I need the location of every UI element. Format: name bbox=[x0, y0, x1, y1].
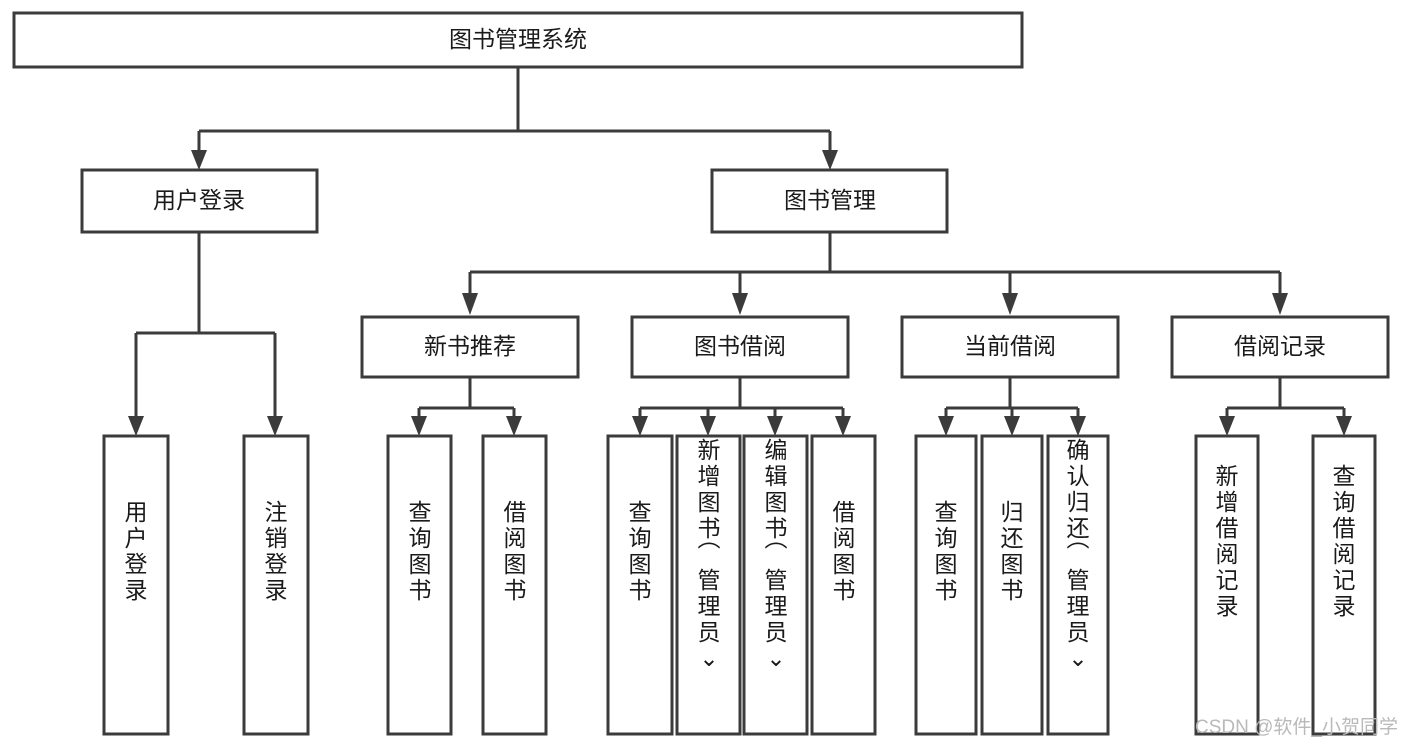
node-leaf-add-book-box[interactable] bbox=[675, 434, 742, 736]
node-current-borrow[interactable]: 当前借阅 bbox=[900, 315, 1120, 379]
node-current-borrow-box[interactable] bbox=[900, 315, 1120, 379]
node-new-book-recommend-box[interactable] bbox=[360, 315, 580, 379]
node-book-management-label: 图书管理 bbox=[784, 187, 876, 213]
node-leaf-confirm-return[interactable]: 确认归还⌒管理员⌄ bbox=[1046, 434, 1110, 736]
node-root[interactable]: 图书管理系统 bbox=[12, 11, 1024, 69]
node-leaf-query-record-label: 查询借阅记录 bbox=[1333, 463, 1356, 619]
node-borrow-record[interactable]: 借阅记录 bbox=[1170, 315, 1390, 379]
node-leaf-return-book-label: 归还图书 bbox=[1001, 499, 1024, 603]
node-book-borrow[interactable]: 图书借阅 bbox=[630, 315, 850, 379]
node-borrow-record-box[interactable] bbox=[1170, 315, 1390, 379]
arrow-head-leaf-query-record bbox=[1336, 416, 1352, 436]
node-user-login-box[interactable] bbox=[80, 168, 319, 234]
node-leaf-confirm-return-box[interactable] bbox=[1046, 434, 1110, 736]
node-leaf-logout-box[interactable] bbox=[242, 434, 310, 736]
arrow-head-leaf-query-book-1 bbox=[411, 416, 427, 436]
node-leaf-borrow-book-2-label: 借阅图书 bbox=[833, 499, 856, 603]
node-leaf-borrow-book-2[interactable]: 借阅图书 bbox=[810, 434, 877, 736]
node-leaf-user-login[interactable]: 用户登录 bbox=[102, 434, 170, 736]
arrow-head-leaf-user-login bbox=[128, 416, 144, 436]
arrow-head-leaf-logout bbox=[267, 416, 283, 436]
node-leaf-return-book[interactable]: 归还图书 bbox=[980, 434, 1044, 736]
connector-layer bbox=[128, 67, 1352, 436]
arrow-head-book-management bbox=[822, 150, 838, 170]
arrow-head-leaf-confirm-return bbox=[1070, 416, 1086, 436]
node-leaf-query-book-3-label: 查询图书 bbox=[935, 499, 958, 603]
node-leaf-query-book-2[interactable]: 查询图书 bbox=[606, 434, 674, 736]
node-leaf-add-record-box[interactable] bbox=[1194, 434, 1260, 736]
csdn-watermark: CSDN @软件_小贺同学 bbox=[1195, 716, 1398, 738]
arrow-head-leaf-borrow-book-1 bbox=[506, 416, 522, 436]
node-new-book-recommend-label: 新书推荐 bbox=[424, 333, 516, 359]
node-leaf-borrow-book-1[interactable]: 借阅图书 bbox=[481, 434, 548, 736]
node-borrow-record-label: 借阅记录 bbox=[1234, 333, 1326, 359]
node-leaf-logout[interactable]: 注销登录 bbox=[242, 434, 310, 736]
node-new-book-recommend[interactable]: 新书推荐 bbox=[360, 315, 580, 379]
node-leaf-query-book-1[interactable]: 查询图书 bbox=[386, 434, 453, 736]
node-leaf-query-book-3-box[interactable] bbox=[914, 434, 978, 736]
node-book-management[interactable]: 图书管理 bbox=[710, 168, 949, 234]
node-leaf-query-book-1-box[interactable] bbox=[386, 434, 453, 736]
node-leaf-edit-book-box[interactable] bbox=[742, 434, 809, 736]
node-leaf-query-book-1-label: 查询图书 bbox=[409, 499, 432, 603]
node-leaf-borrow-book-1-box[interactable] bbox=[481, 434, 548, 736]
node-leaf-query-book-2-box[interactable] bbox=[606, 434, 674, 736]
arrow-head-borrow-record bbox=[1272, 293, 1288, 315]
node-book-management-box[interactable] bbox=[710, 168, 949, 234]
node-leaf-borrow-book-1-label: 借阅图书 bbox=[504, 499, 527, 603]
arrow-head-leaf-add-record bbox=[1219, 416, 1235, 436]
node-leaf-return-book-box[interactable] bbox=[980, 434, 1044, 736]
arrow-head-leaf-edit-book bbox=[767, 416, 783, 436]
node-user-login[interactable]: 用户登录 bbox=[80, 168, 319, 234]
node-leaf-add-record[interactable]: 新增借阅记录 bbox=[1194, 434, 1260, 736]
node-leaf-add-record-label: 新增借阅记录 bbox=[1216, 463, 1239, 619]
node-current-borrow-label: 当前借阅 bbox=[964, 333, 1056, 359]
arrow-head-book-borrow bbox=[732, 293, 748, 315]
node-book-borrow-label: 图书借阅 bbox=[694, 333, 786, 359]
node-user-login-label: 用户登录 bbox=[153, 187, 245, 213]
arrow-head-user-login bbox=[191, 150, 207, 170]
arrow-head-leaf-return-book bbox=[1004, 416, 1020, 436]
node-root-box[interactable] bbox=[12, 11, 1024, 69]
node-root-label: 图书管理系统 bbox=[449, 26, 587, 52]
node-leaf-user-login-box[interactable] bbox=[102, 434, 170, 736]
arrow-head-leaf-borrow-book-2 bbox=[835, 416, 851, 436]
node-leaf-confirm-return-label: 确认归还⌒管理员⌄ bbox=[1067, 437, 1090, 671]
node-leaf-query-book-3[interactable]: 查询图书 bbox=[914, 434, 978, 736]
node-leaf-borrow-book-2-box[interactable] bbox=[810, 434, 877, 736]
node-leaf-logout-label: 注销登录 bbox=[265, 499, 288, 603]
node-leaf-query-record[interactable]: 查询借阅记录 bbox=[1311, 434, 1377, 736]
arrow-head-new-book-recommend bbox=[462, 293, 478, 315]
arrow-head-leaf-query-book-3 bbox=[938, 416, 954, 436]
node-leaf-query-record-box[interactable] bbox=[1311, 434, 1377, 736]
node-book-borrow-box[interactable] bbox=[630, 315, 850, 379]
node-leaf-edit-book-label: 编辑图书⌒管理员⌄ bbox=[765, 437, 788, 671]
node-leaf-add-book[interactable]: 新增图书⌒管理员⌄ bbox=[675, 434, 742, 736]
node-leaf-user-login-label: 用户登录 bbox=[125, 499, 148, 603]
arrow-head-leaf-query-book-2 bbox=[632, 416, 648, 436]
node-leaf-query-book-2-label: 查询图书 bbox=[629, 499, 652, 603]
arrow-head-leaf-add-book bbox=[700, 416, 716, 436]
arrow-head-current-borrow bbox=[1002, 293, 1018, 315]
node-leaf-add-book-label: 新增图书⌒管理员⌄ bbox=[698, 437, 721, 671]
node-leaf-edit-book[interactable]: 编辑图书⌒管理员⌄ bbox=[742, 434, 809, 736]
